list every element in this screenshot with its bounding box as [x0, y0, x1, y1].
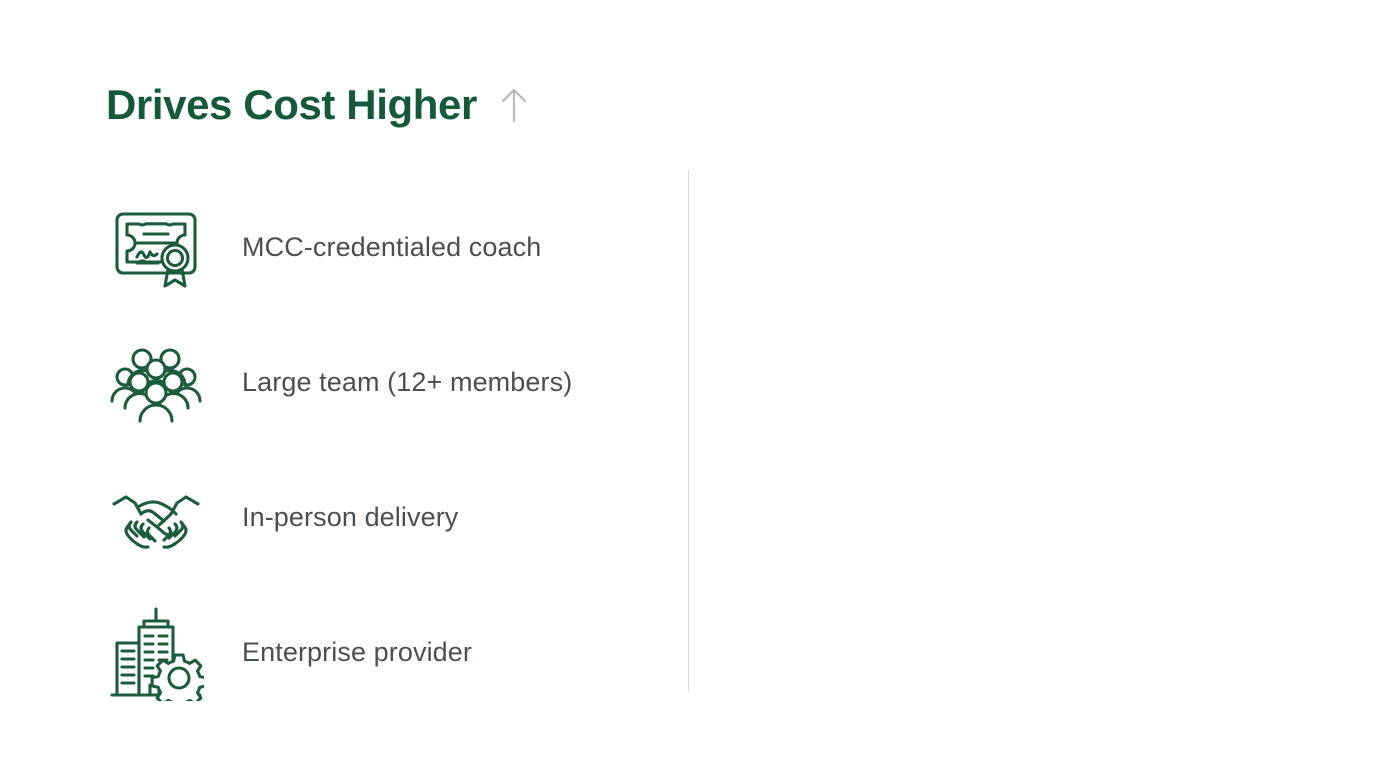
column-drives-cost-higher: Drives Cost Higher — [0, 81, 688, 720]
heading-drives-cost-higher-text: Drives Cost Higher — [106, 81, 477, 128]
certificate-icon — [106, 198, 206, 298]
list-item: Virtual delivery — [688, 450, 1376, 585]
list-item: MCC-credentialed coach — [0, 180, 688, 315]
list-item: In-person delivery — [0, 450, 688, 585]
handshake-icon — [106, 468, 206, 568]
large-team-icon — [106, 333, 206, 433]
office-buildings-gear-icon — [106, 603, 206, 703]
list-item-label: Enterprise provider — [242, 637, 473, 667]
list-item: Enterprise provider — [0, 585, 688, 720]
list-item: Per-session structure — [688, 180, 1376, 315]
up-arrow-icon — [497, 85, 531, 125]
column-pulls-cost-lower: Pulls Cost Lower — [688, 0, 1376, 768]
list-item-label: Large team (12+ members) — [242, 367, 573, 397]
list-item-label: In-person delivery — [242, 502, 459, 532]
list-item: Smaller team — [688, 315, 1376, 450]
list-drives-cost-higher: MCC-credentialed coach — [0, 180, 688, 720]
list-item-label: MCC-credentialed coach — [242, 232, 542, 262]
list-item: Internal coach — [688, 585, 1376, 720]
list-item: Large team (12+ members) — [0, 315, 688, 450]
column-divider — [688, 170, 689, 692]
list-pulls-cost-lower: Per-session structure — [688, 180, 1376, 720]
heading-drives-cost-higher: Drives Cost Higher — [106, 81, 531, 128]
